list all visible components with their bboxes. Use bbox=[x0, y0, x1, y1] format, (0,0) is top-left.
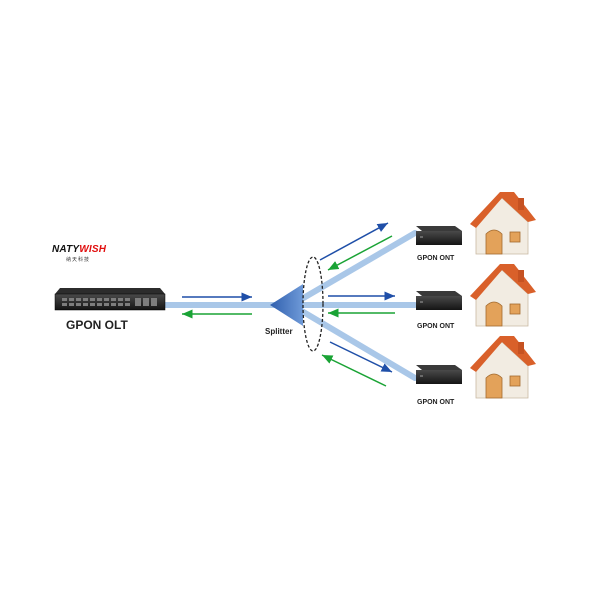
fiber-splitter-to-ont-1 bbox=[297, 230, 418, 303]
arrows-branch-1 bbox=[319, 222, 393, 271]
fiber-links bbox=[162, 230, 418, 381]
fiber-splitter-to-ont-3 bbox=[297, 307, 418, 381]
splitter-triangle bbox=[270, 284, 303, 326]
splitter bbox=[270, 256, 324, 352]
brand-name-part2: WISH bbox=[79, 244, 107, 255]
olt-label: GPON OLT bbox=[66, 318, 128, 332]
downstream-arrow bbox=[319, 222, 389, 261]
arrows-branch-2 bbox=[328, 291, 395, 318]
arrows-trunk bbox=[182, 292, 252, 319]
splitter-bundle-ellipse bbox=[302, 256, 324, 352]
house-icon bbox=[470, 264, 536, 327]
upstream-arrow bbox=[327, 235, 393, 271]
house-icon bbox=[470, 192, 536, 255]
ont-device-2 bbox=[416, 291, 462, 310]
ont-label-3: GPON ONT bbox=[417, 399, 455, 406]
splitter-label: Splitter bbox=[265, 327, 293, 336]
ont-label-2: GPON ONT bbox=[417, 323, 455, 330]
upstream-arrow bbox=[321, 354, 387, 387]
olt-top bbox=[55, 288, 165, 294]
ont-device-3 bbox=[416, 365, 462, 384]
brand-name-part1: NATY bbox=[52, 244, 80, 255]
olt-device bbox=[54, 288, 166, 311]
house-icon bbox=[470, 336, 536, 399]
brand-logo: NATYWISH bbox=[52, 244, 106, 255]
olt-ports bbox=[62, 298, 157, 306]
brand-subtitle: 纳天科技 bbox=[66, 257, 91, 263]
ont-device-1 bbox=[416, 226, 462, 245]
downstream-arrow bbox=[329, 341, 393, 373]
ont-label-1: GPON ONT bbox=[417, 255, 455, 262]
arrows-branch-3 bbox=[321, 341, 393, 387]
